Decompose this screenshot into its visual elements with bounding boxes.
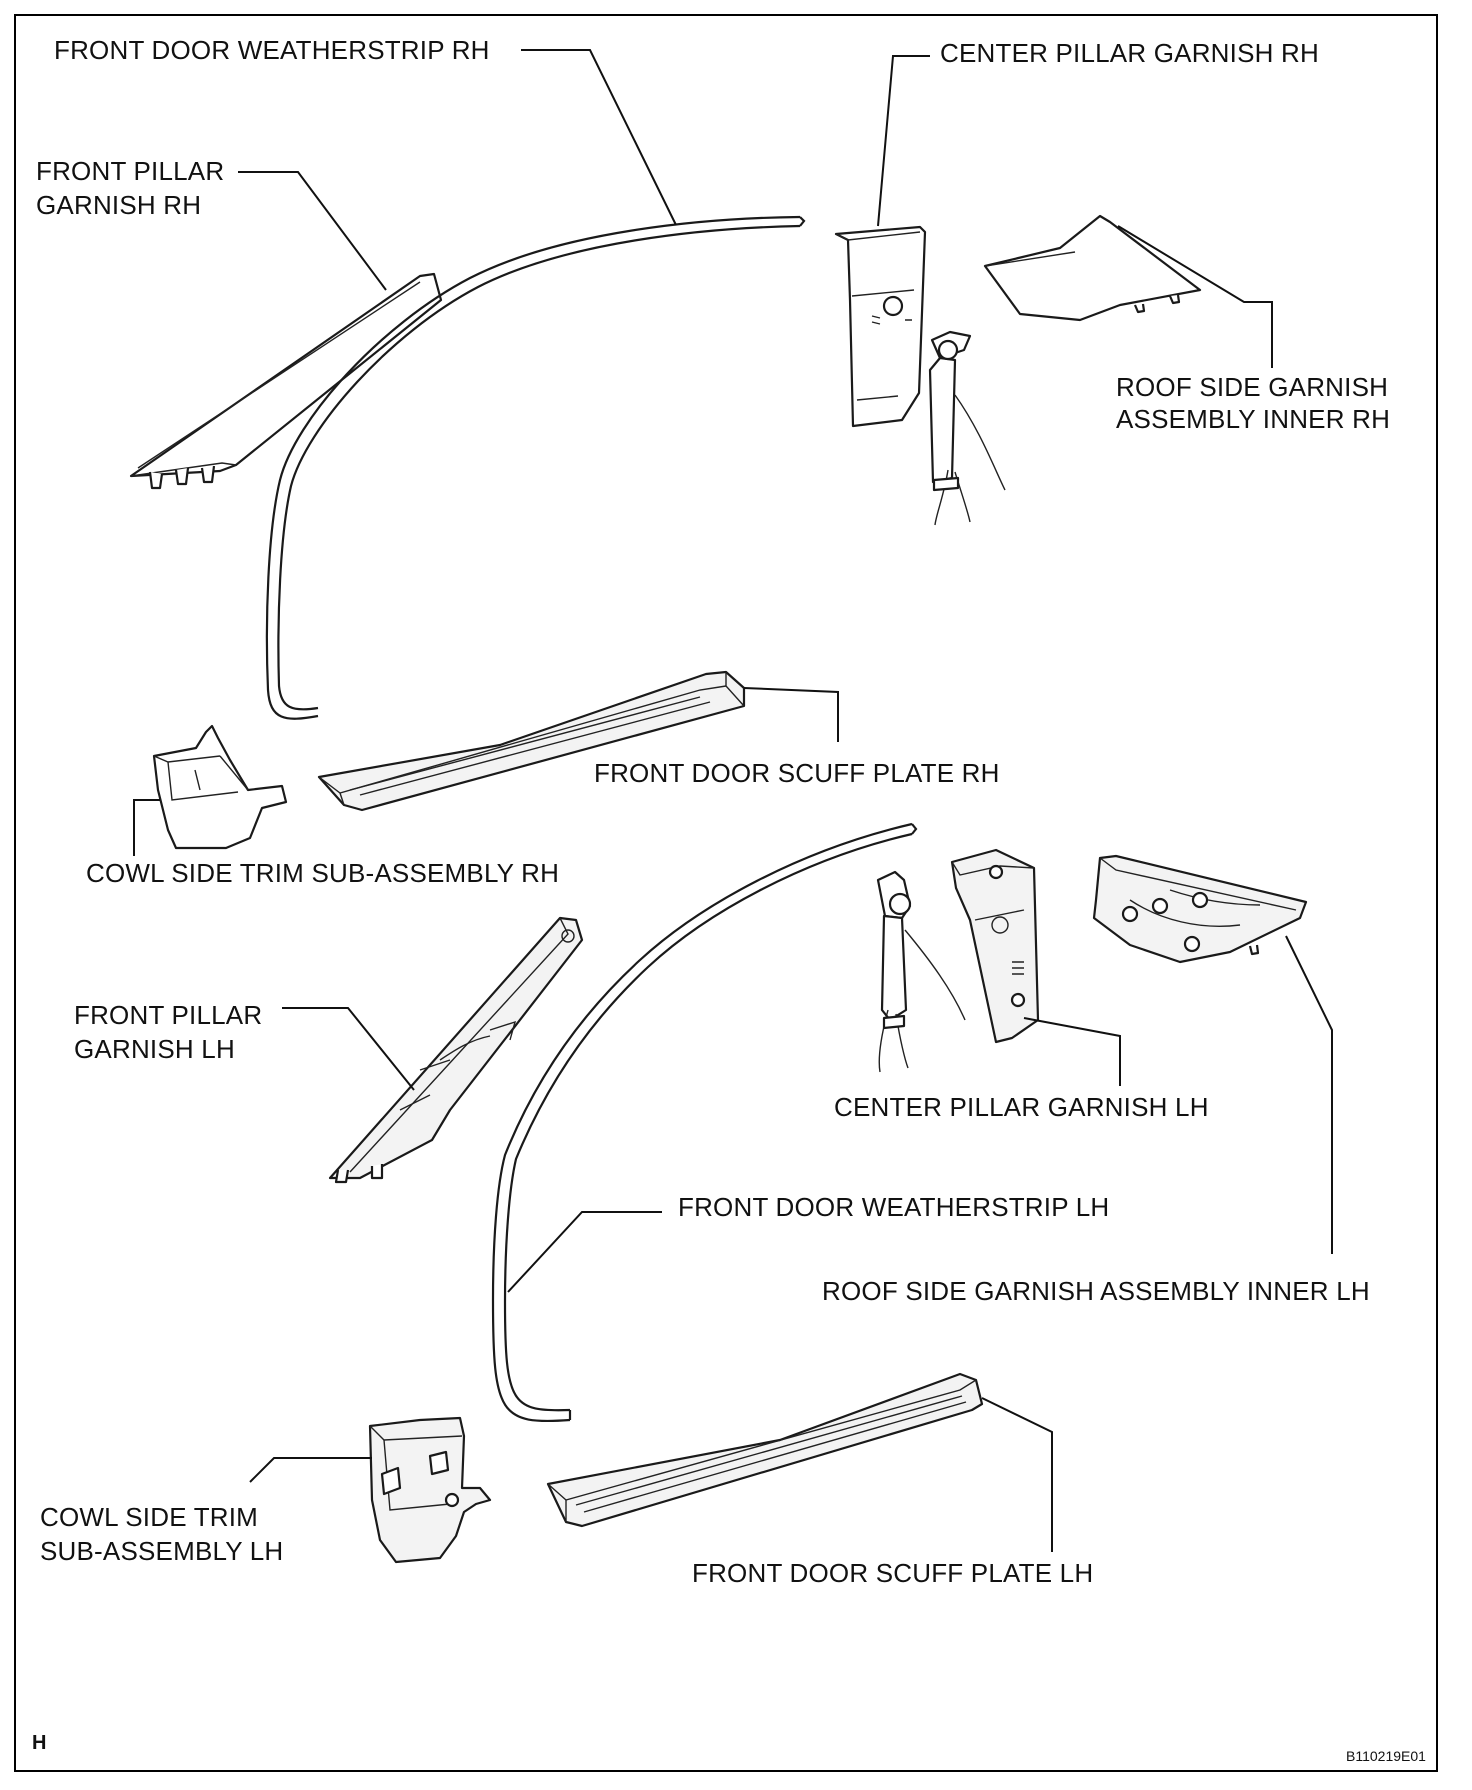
- label-front-pillar-garnish-lh-line1: FRONT PILLAR: [74, 1000, 263, 1030]
- label-roof-side-garnish-rh-line1: ROOF SIDE GARNISH: [1116, 372, 1389, 402]
- label-cowl-side-trim-lh-line1: COWL SIDE TRIM: [40, 1502, 259, 1532]
- leader-front-pillar-garnish-rh: [238, 171, 387, 291]
- leader-center-pillar-garnish-rh: [877, 55, 930, 227]
- front-door-scuff-plate-lh-part: [546, 1372, 984, 1528]
- leader-front-pillar-garnish-lh: [282, 1007, 415, 1091]
- label-roof-side-garnish-rh-line2: ASSEMBLY INNER RH: [1116, 404, 1391, 434]
- label-front-pillar-garnish-lh-line2: GARNISH LH: [74, 1034, 235, 1064]
- leader-cowl-side-trim-lh: [249, 1457, 372, 1483]
- leader-front-door-weatherstrip-lh: [507, 1211, 662, 1293]
- center-pillar-garnish-rh-part: [834, 225, 927, 428]
- leader-front-door-weatherstrip-rh: [521, 49, 677, 226]
- leader-roof-side-garnish-rh: [1117, 225, 1273, 368]
- label-roof-side-garnish-lh: ROOF SIDE GARNISH ASSEMBLY INNER LH: [822, 1276, 1370, 1306]
- label-front-door-scuff-plate-rh: FRONT DOOR SCUFF PLATE RH: [594, 758, 1000, 788]
- label-front-door-scuff-plate-lh: FRONT DOOR SCUFF PLATE LH: [692, 1558, 1094, 1588]
- leader-center-pillar-garnish-lh: [1023, 1017, 1121, 1086]
- roof-side-garnish-lh-part: [1092, 854, 1308, 964]
- cowl-side-trim-lh-part: [368, 1416, 492, 1564]
- label-cowl-side-trim-rh: COWL SIDE TRIM SUB-ASSEMBLY RH: [86, 858, 560, 888]
- front-door-weatherstrip-rh-part: [265, 215, 806, 720]
- label-cowl-side-trim-lh-line2: SUB-ASSEMBLY LH: [40, 1536, 284, 1566]
- label-front-pillar-garnish-rh-line1: FRONT PILLAR: [36, 156, 225, 186]
- leader-cowl-side-trim-rh: [133, 799, 160, 856]
- label-center-pillar-garnish-rh: CENTER PILLAR GARNISH RH: [940, 38, 1319, 68]
- front-pillar-garnish-lh-part: [328, 916, 584, 1184]
- cowl-side-trim-rh-part: [152, 724, 288, 850]
- seat-belt-lh-part: [876, 870, 966, 1073]
- seat-belt-rh-part: [928, 330, 1006, 526]
- center-pillar-garnish-lh-part: [950, 848, 1040, 1044]
- figure-code: B110219E01: [1346, 1748, 1426, 1764]
- leader-front-door-scuff-plate-lh: [981, 1397, 1053, 1552]
- corner-mark: H: [32, 1732, 47, 1754]
- front-pillar-garnish-rh-part: [129, 272, 443, 490]
- diagram-frame: [14, 14, 1438, 1772]
- roof-side-garnish-rh-part: [983, 214, 1202, 322]
- label-front-pillar-garnish-rh-line2: GARNISH RH: [36, 190, 202, 220]
- label-center-pillar-garnish-lh: CENTER PILLAR GARNISH LH: [834, 1092, 1209, 1122]
- leader-front-door-scuff-plate-rh: [743, 687, 839, 742]
- label-front-door-weatherstrip-rh: FRONT DOOR WEATHERSTRIP RH: [54, 35, 490, 65]
- leader-roof-side-garnish-lh: [1285, 935, 1333, 1254]
- label-front-door-weatherstrip-lh: FRONT DOOR WEATHERSTRIP LH: [678, 1192, 1110, 1222]
- front-door-weatherstrip-lh-part: [491, 822, 918, 1423]
